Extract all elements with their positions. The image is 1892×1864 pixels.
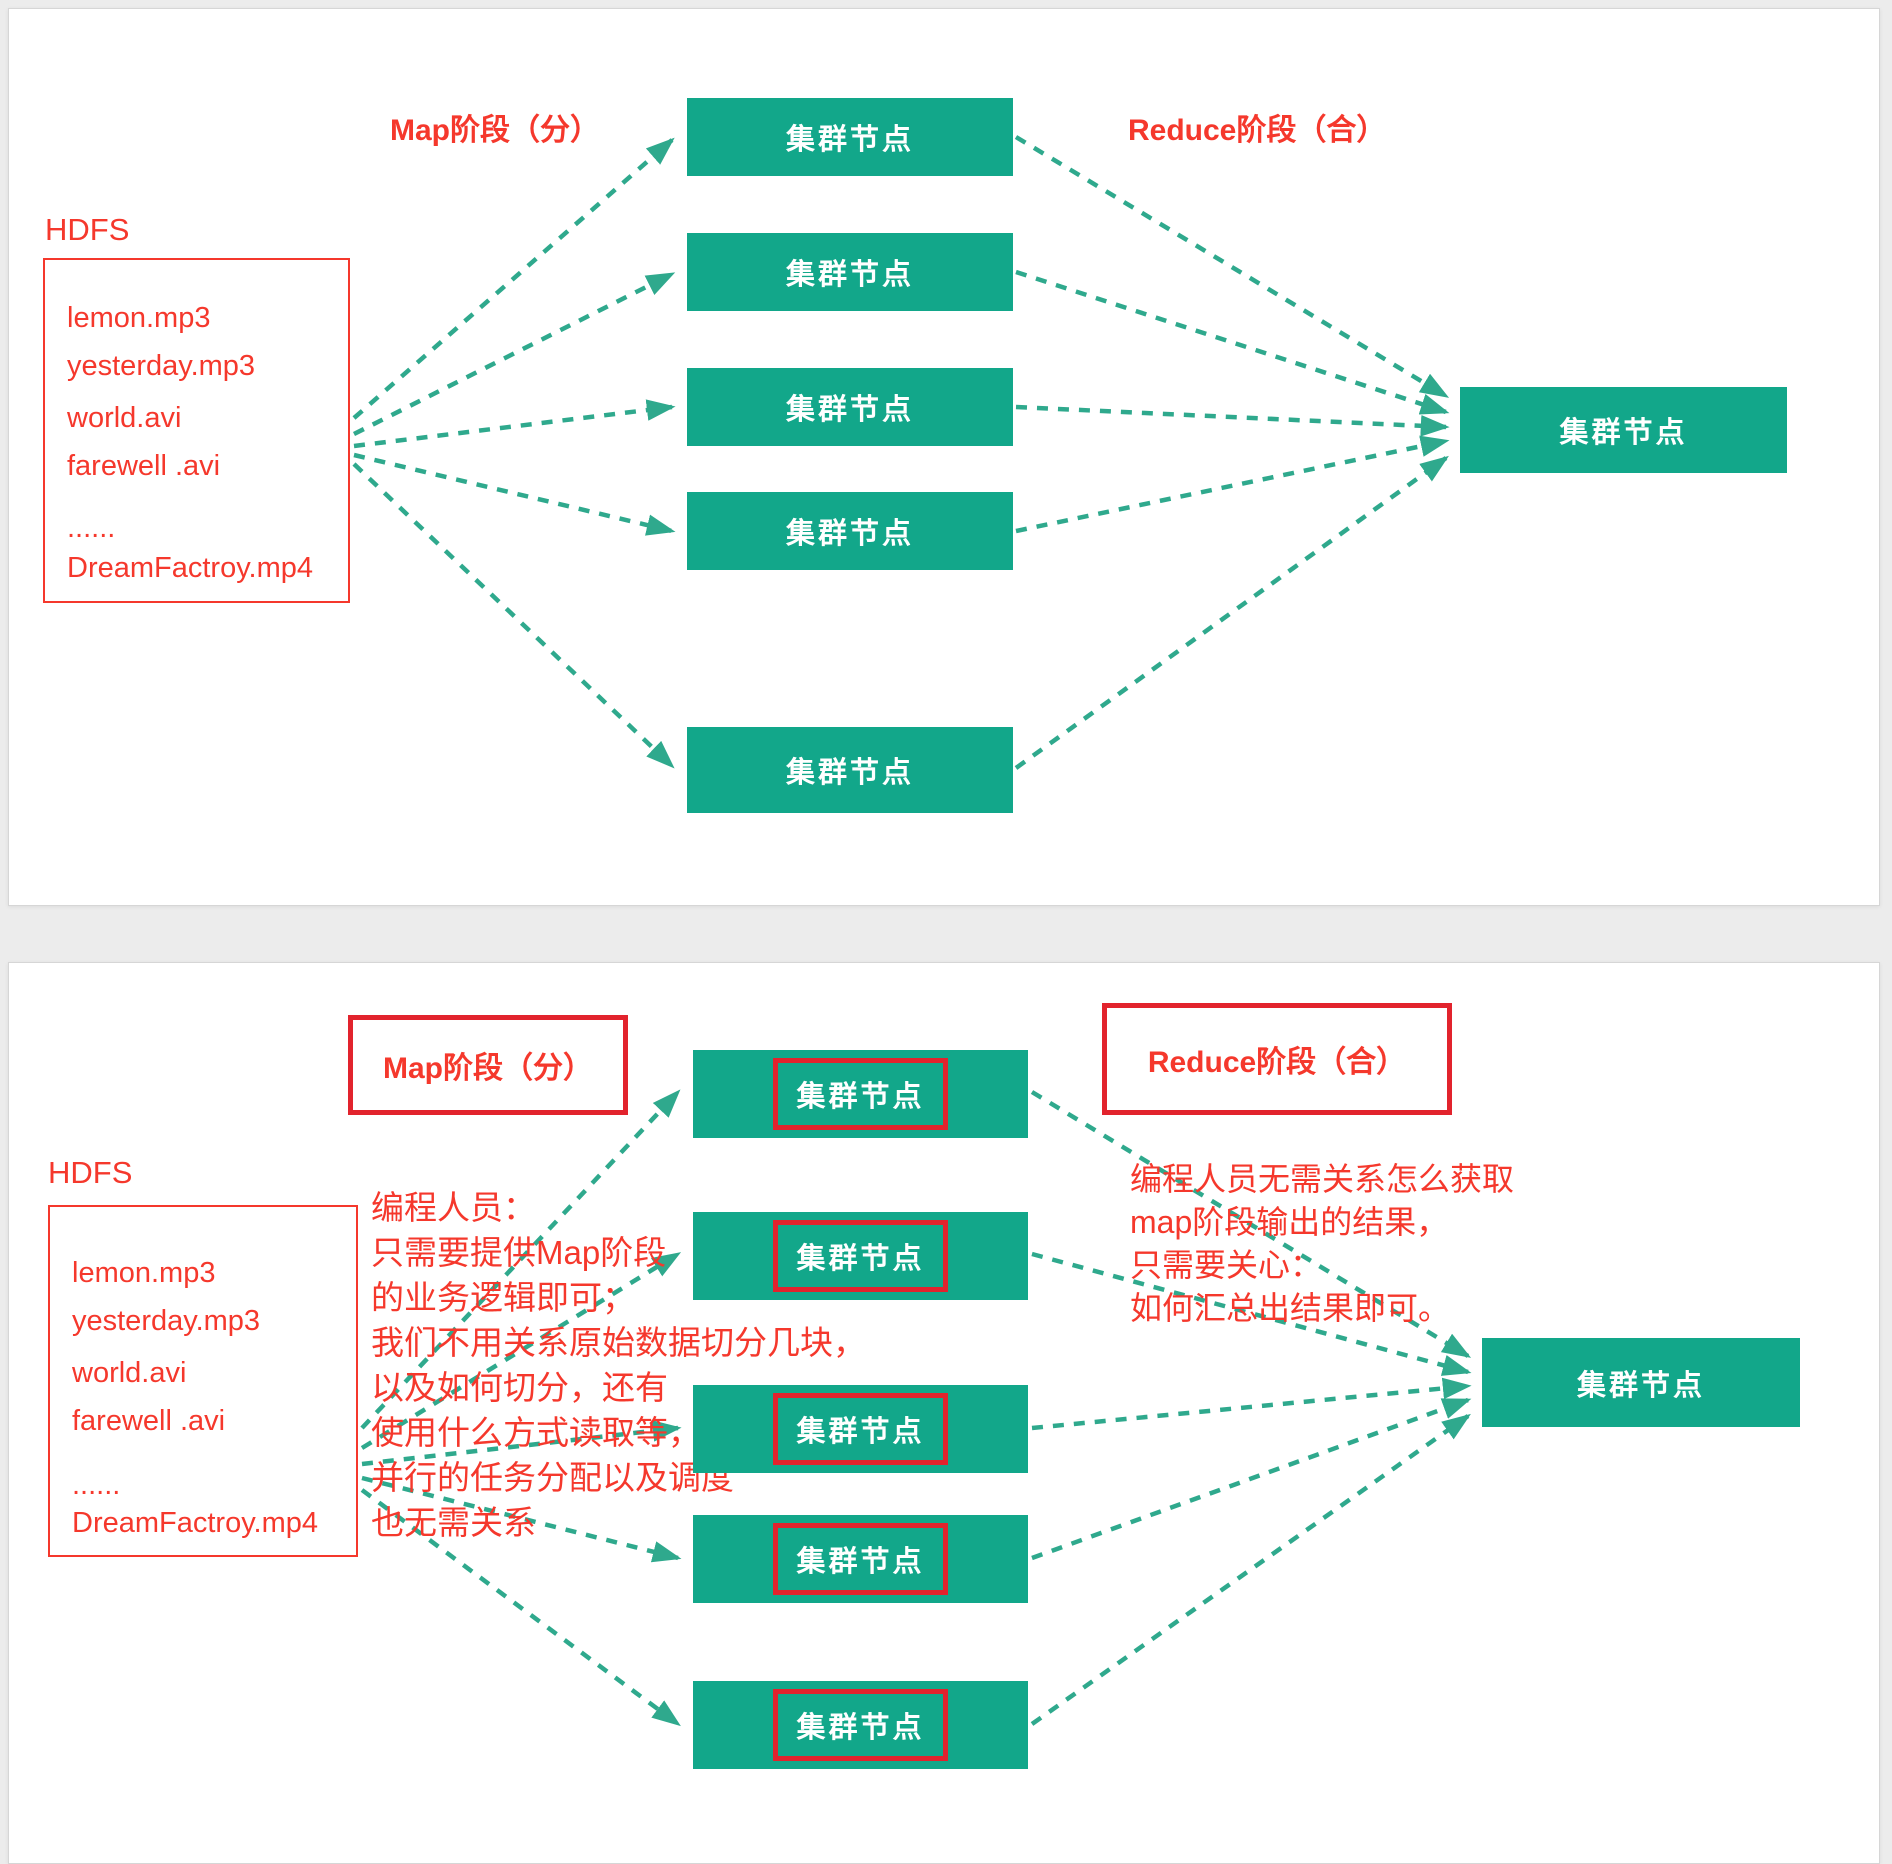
cluster-node-label: 集群节点 (796, 1081, 925, 1113)
hdfs-title: HDFS (48, 1155, 133, 1190)
arrow-top-node-4-to-reduce (1015, 435, 1450, 534)
arrow-bottom-hdfs-to-node-1 (360, 1089, 681, 1430)
connector-arrows (352, 135, 1472, 1727)
highlight-frame: 集群节点 (773, 1689, 948, 1761)
hdfs-file-box: lemon.mp3 yesterday.mp3 world.avi farewe… (43, 258, 350, 603)
cluster-node-label: 集群节点 (785, 124, 914, 156)
map-cluster-node-3: 集群节点 (687, 368, 1013, 446)
arrow-bottom-node-5-to-reduce (1030, 1413, 1471, 1726)
map-cluster-node-1: 集群节点 (687, 98, 1013, 176)
cluster-node-label: 集群节点 (796, 1243, 925, 1275)
cluster-node-label: 集群节点 (796, 1416, 925, 1448)
reduce-stage-label: Reduce阶段（合） (1128, 114, 1387, 147)
arrow-bottom-node-4-to-reduce (1031, 1397, 1472, 1561)
arrow-bottom-hdfs-to-node-5 (360, 1488, 681, 1727)
map-stage-frame: Map阶段（分） (348, 1015, 628, 1115)
top-panel-content: Map阶段（分） Reduce阶段（合） HDFS lemon.mp3 yest… (8, 8, 1878, 904)
cluster-node-label: 集群节点 (796, 1546, 925, 1578)
file-item: lemon.mp3 (72, 1257, 216, 1289)
cluster-node-label: 集群节点 (785, 394, 914, 426)
map-cluster-node-2: 集群节点 (687, 233, 1013, 311)
reduce-cluster-node: 集群节点 (1482, 1338, 1800, 1427)
file-item: farewell .avi (67, 450, 221, 482)
highlight-frame: 集群节点 (773, 1393, 948, 1465)
file-item: world.avi (72, 1357, 187, 1389)
file-item: yesterday.mp3 (72, 1305, 261, 1337)
file-item: DreamFactroy.mp4 (67, 552, 314, 584)
file-item: yesterday.mp3 (67, 350, 256, 382)
map-cluster-node-4: 集群节点 (693, 1515, 1028, 1603)
bottom-panel-content: Map阶段（分） Reduce阶段（合） HDFS lemon.mp3 yest… (8, 962, 1878, 1824)
file-item: ...... (67, 512, 116, 544)
file-item: world.avi (67, 402, 182, 434)
map-cluster-node-3: 集群节点 (693, 1385, 1028, 1473)
reduce-cluster-node: 集群节点 (1460, 387, 1787, 473)
map-cluster-node-1: 集群节点 (693, 1050, 1028, 1138)
hdfs-title: HDFS (45, 212, 130, 247)
cluster-node-label: 集群节点 (785, 259, 914, 291)
file-item: DreamFactroy.mp4 (72, 1507, 319, 1539)
arrow-bottom-node-3-to-reduce (1031, 1377, 1472, 1431)
map-cluster-node-5: 集群节点 (693, 1681, 1028, 1769)
file-item: lemon.mp3 (67, 302, 211, 334)
highlight-frame: 集群节点 (773, 1220, 948, 1292)
reduce-stage-frame: Reduce阶段（合） (1102, 1003, 1452, 1115)
cluster-node-label: 集群节点 (785, 518, 914, 550)
map-cluster-node-5: 集群节点 (687, 727, 1013, 813)
file-item: ...... (72, 1469, 121, 1501)
cluster-node-label: 集群节点 (785, 757, 914, 789)
map-stage-label: Map阶段（分） (383, 1052, 593, 1085)
map-stage-label: Map阶段（分） (390, 114, 600, 147)
arrow-top-node-3-to-reduce (1015, 404, 1450, 437)
cluster-node-label: 集群节点 (1576, 1369, 1705, 1402)
arrow-bottom-node-1-to-reduce (1030, 1090, 1472, 1358)
reduce-stage-annotation: 编程人员无需关系怎么获取 map阶段输出的结果， 只需要关心： 如何汇总出结果即… (1130, 1161, 1515, 1326)
file-item: farewell .avi (72, 1405, 226, 1437)
cluster-node-label: 集群节点 (1559, 417, 1688, 449)
map-cluster-node-4: 集群节点 (687, 492, 1013, 570)
cluster-node-label: 集群节点 (796, 1712, 925, 1744)
highlight-frame: 集群节点 (773, 1523, 948, 1595)
highlight-frame: 集群节点 (773, 1058, 948, 1130)
reduce-stage-label: Reduce阶段（合） (1147, 1046, 1407, 1079)
arrow-top-hdfs-to-node-5 (352, 462, 675, 769)
arrow-top-hdfs-to-node-2 (352, 271, 676, 437)
map-stage-annotation: 编程人员： 只需要提供Map阶段 的业务逻辑即可； 我们不用关系原始数据切分几块… (371, 1189, 866, 1541)
arrow-top-node-5-to-reduce (1014, 455, 1449, 770)
arrow-top-hdfs-to-node-1 (352, 137, 675, 420)
hdfs-file-box: lemon.mp3 yesterday.mp3 world.avi farewe… (48, 1205, 358, 1557)
map-cluster-node-2: 集群节点 (693, 1212, 1028, 1300)
